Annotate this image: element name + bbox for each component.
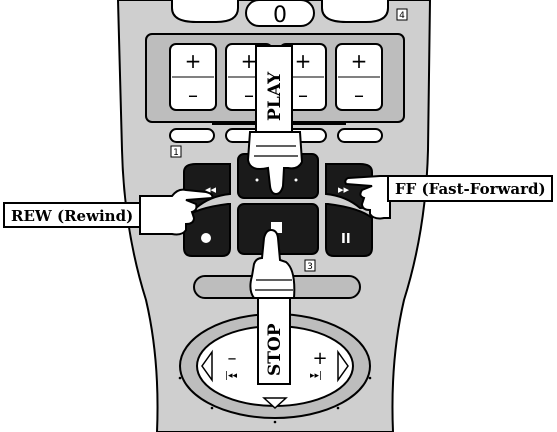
stop-icon (271, 222, 282, 233)
top-right-key[interactable] (321, 0, 389, 23)
rewind-icon: ◂◂ (205, 183, 217, 196)
fast-forward-callout-label: FF (Fast-Forward) (395, 180, 546, 198)
stop-hand: STOP (249, 228, 296, 385)
pause-key[interactable] (325, 203, 373, 257)
play-dot-right (294, 178, 298, 182)
stop-sleeve (257, 297, 291, 385)
svg-text:–: – (244, 83, 254, 107)
fast-forward-callout-box (387, 175, 553, 202)
section-marker-1-label: 1 (173, 148, 179, 158)
play-hand: PLAY (246, 45, 304, 196)
shuttle-dot-bottom (273, 420, 277, 424)
shuttle-dot-left (178, 376, 182, 380)
zero-key-label: 0 (273, 3, 287, 28)
shuttle-dot-bottom-left (210, 406, 214, 410)
fast-forward-hand: FF (Fast-Forward) (344, 175, 553, 220)
svg-text:–: – (354, 83, 364, 107)
section-marker-3-label: 3 (307, 262, 313, 272)
svg-text:+: + (241, 49, 258, 73)
record-key[interactable] (183, 203, 231, 257)
shuttle-plus: + (312, 348, 327, 369)
shuttle-right-arrow[interactable] (337, 349, 349, 383)
pause-icon: II (341, 232, 351, 247)
shuttle-minus: – (228, 348, 237, 369)
section-marker-3 (304, 259, 316, 272)
shuttle-down-arrow[interactable] (262, 397, 288, 410)
rewind-hand: REW (Rewind) (3, 188, 214, 236)
svg-text:–: – (298, 83, 308, 107)
channel-key-1[interactable]: + – (169, 43, 217, 111)
fast-forward-hand-fist (344, 175, 391, 220)
shuttle-forward-icon: ▸▸| (310, 371, 322, 381)
shuttle-left-arrow[interactable] (201, 349, 213, 383)
svg-text:–: – (188, 83, 198, 107)
top-left-key[interactable] (171, 0, 239, 23)
play-dot-left (255, 178, 259, 182)
play-hand-fist (246, 131, 304, 196)
record-icon (201, 233, 211, 243)
stop-hand-fist (249, 228, 296, 299)
shuttle-rewind-icon: |◂◂ (225, 371, 238, 381)
fast-forward-icon: ▸▸ (338, 183, 350, 196)
section-marker-4 (396, 8, 408, 21)
section-marker-4-label: 4 (399, 11, 405, 21)
svg-text:+: + (185, 49, 202, 73)
section-marker-1 (170, 145, 182, 158)
rewind-callout-label: REW (Rewind) (11, 207, 133, 225)
rewind-hand-fist (139, 188, 214, 236)
transport-keys-bottom: II 3 (183, 203, 373, 272)
stop-callout-label: STOP (265, 323, 285, 376)
channel-key-4[interactable]: + – (335, 43, 383, 111)
play-callout-label: PLAY (265, 71, 285, 121)
svg-text:+: + (295, 49, 312, 73)
oval-key-4[interactable] (337, 128, 383, 143)
zero-key[interactable] (245, 0, 315, 27)
top-key-row: 0 4 (171, 0, 408, 28)
svg-text:+: + (351, 49, 368, 73)
oval-key-1[interactable] (169, 128, 215, 143)
shuttle-dot-right (368, 376, 372, 380)
shuttle-dot-bottom-right (336, 406, 340, 410)
